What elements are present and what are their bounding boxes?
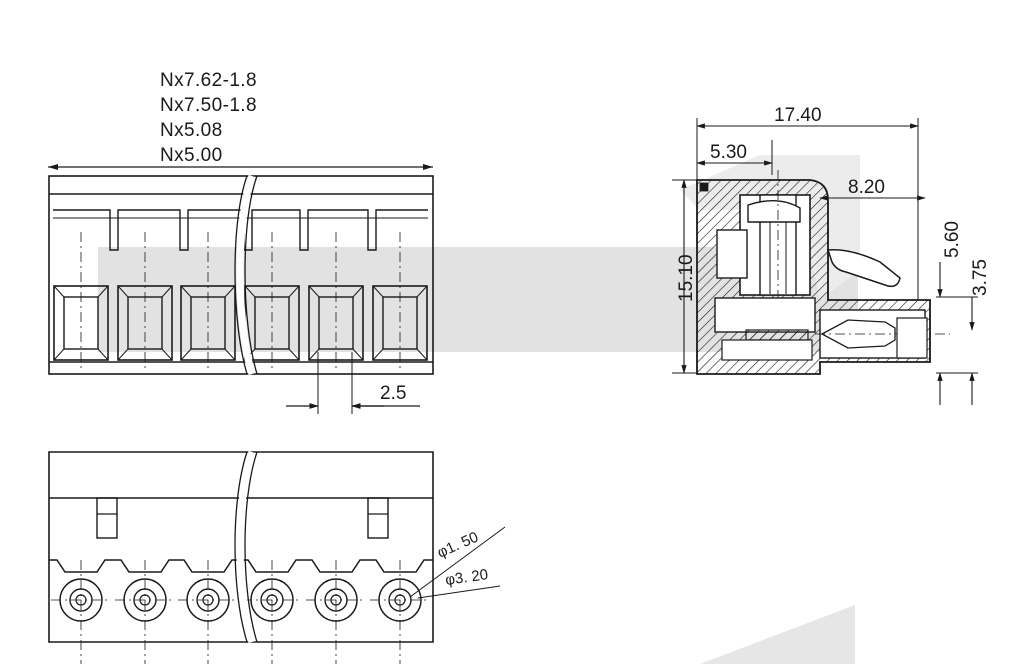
dim-opening-label: 2.5 xyxy=(380,383,406,404)
mounting-hole xyxy=(51,560,111,664)
hole-outer-label: φ3. 20 xyxy=(444,566,489,589)
pitch-label-4: Nx5.00 xyxy=(160,145,223,166)
hole-inner-label: φ1. 50 xyxy=(435,529,481,562)
dim-upper: 5.60 xyxy=(942,221,963,258)
bottom-view xyxy=(48,450,506,664)
dim-lower: 3.75 xyxy=(970,259,991,296)
side-view xyxy=(672,118,978,405)
pin-cell xyxy=(372,232,428,372)
pin-cell xyxy=(53,232,109,372)
mounting-hole xyxy=(306,560,366,664)
pin-cell xyxy=(308,232,364,372)
pitch-label-2: Nx7.50-1.8 xyxy=(160,95,257,116)
dim-screw-offset: 5.30 xyxy=(710,142,747,163)
mounting-hole xyxy=(178,560,238,664)
pin-squares xyxy=(53,232,428,372)
dim-height: 15.10 xyxy=(676,254,697,302)
mounting-hole xyxy=(370,560,430,664)
pin-cell xyxy=(117,232,173,372)
front-view xyxy=(48,164,434,414)
mounting-hole xyxy=(242,560,302,664)
pin-cell xyxy=(180,232,236,372)
mounting-hole xyxy=(115,560,175,664)
pitch-label-3: Nx5.08 xyxy=(160,120,223,141)
dim-overall-depth: 17.40 xyxy=(774,105,822,126)
dim-lever: 8.20 xyxy=(848,177,885,198)
mounting-holes xyxy=(51,560,430,664)
pitch-label-1: Nx7.62-1.8 xyxy=(160,70,257,91)
